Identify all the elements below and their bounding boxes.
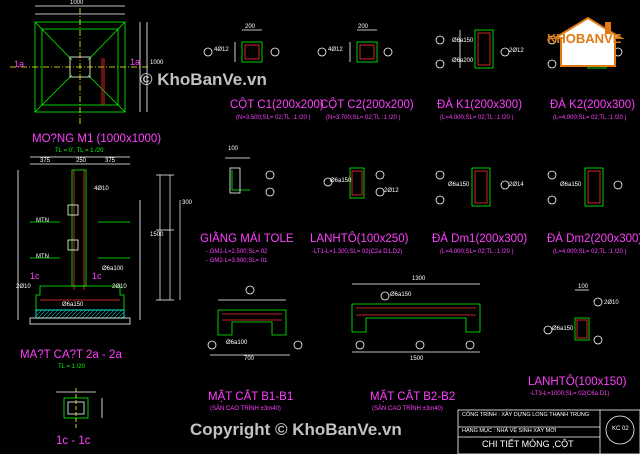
- subtitle-cot-c1: (N=3.500;SL= 02;TL :1 /20 ): [236, 115, 311, 121]
- section-lanhto-150: [543, 289, 603, 345]
- rebar-label-k1-6-150: Ø6a150: [452, 38, 474, 44]
- title-giang-mai: GIẰNG MÁI TOLE: [200, 233, 294, 245]
- rebar-label-k1-6-200: Ø6a200: [452, 58, 474, 64]
- watermark-top: © KhoBanVe.vn: [140, 70, 267, 89]
- rebar-label-c2-4-12: 4Ø12: [328, 47, 343, 53]
- title-block-item: HẠNG MỤC : NHÀ VỆ SINH XÂY MỚI: [462, 428, 557, 434]
- rebar-label-dm1-2-14: 2Ø14: [509, 182, 524, 188]
- rebar-label-lt-2-12: 2Ø12: [384, 188, 399, 194]
- subtitle-mat-cat-b1: (SÀN CAO TRÌNH ±3m40): [210, 406, 281, 412]
- section-c1: [203, 29, 280, 63]
- rebar-label-4-10: 4Ø10: [94, 186, 109, 192]
- section-dm1: [435, 167, 510, 207]
- title-da-k1: ĐÀ K1(200x300): [437, 99, 523, 111]
- dim-label-lt150-100: 100: [578, 284, 589, 290]
- dim-label-b2-1500: 1500: [410, 356, 424, 362]
- rebar-label-lt-6-150: Ø6a150: [330, 178, 352, 184]
- dimension-column-center: [156, 174, 181, 301]
- rebar-label-k1-2-12: 2Ø12: [509, 48, 524, 54]
- subtitle-mat-cat-2a: TL = 1 /20: [58, 364, 85, 370]
- section-giang-mai: [225, 157, 275, 197]
- section-marker-1a-left: 1a: [14, 59, 25, 69]
- title-mat-cat-b2: MẶT CẮT B2-B2: [370, 391, 456, 403]
- section-lanhto-250: [323, 167, 385, 199]
- rebar-label-b2-6-150: Ø6a150: [390, 292, 412, 298]
- title-da-dm1: ĐÀ Dm1(200x300): [432, 233, 528, 245]
- title-da-k2: ĐÀ K2(200x300): [550, 99, 636, 111]
- subtitle-da-k1: (L=4.000;SL= 02;TL :1 /20 ): [440, 115, 514, 121]
- subtitle-da-k2: (L=4.000;SL= 02;TL :1 /20 ): [553, 115, 627, 121]
- section-marker-1c-right: 1c: [92, 271, 102, 281]
- dim-label-b2-1300: 1300: [412, 276, 426, 282]
- dim-label-250: 250: [76, 158, 87, 164]
- dim-label-1500: 1500: [150, 232, 164, 238]
- title-cot-c1: CỘT C1(200x200): [230, 99, 324, 111]
- slab-section-b1: [207, 285, 303, 356]
- section-c2: [317, 29, 393, 63]
- rebar-label-6-100: Ø6a100: [102, 266, 124, 272]
- dim-label-c2-200: 200: [358, 24, 369, 30]
- dim-label-b1-700: 700: [244, 356, 255, 362]
- slab-section-b2: [351, 283, 481, 353]
- title-mat-cat-1c: 1c - 1c: [56, 435, 91, 447]
- dim-label-300: 300: [182, 200, 193, 206]
- title-lanhto-150: LANHTÔ(100x150): [528, 376, 627, 388]
- house-logo-icon: [551, 16, 625, 67]
- title-mat-cat-2a: MA?T CA?T 2a - 2a: [20, 349, 122, 361]
- dim-label-375-right: 375: [105, 158, 116, 164]
- subtitle-da-dm1: (L=4.000;SL= 02;TL :1 /20 ): [440, 249, 514, 255]
- title-block-project: CÔNG TRÌNH : XÂY DỰNG LONG THẠNH TRUNG: [462, 412, 590, 418]
- title-block-drawing: CHI TIẾT MÓNG ,CỘT: [482, 439, 574, 449]
- rebar-label-6-150: Ø6a150: [62, 302, 84, 308]
- section-dm2: [547, 167, 623, 207]
- title-mong-m1: MO?NG M1 (1000x1000): [32, 133, 162, 145]
- foundation-m1-plan: [10, 5, 150, 125]
- dim-label-1000-top: 1000: [70, 0, 84, 6]
- rebar-label-c1-4-12: 4Ø12: [214, 47, 229, 53]
- dim-label-gm-100: 100: [228, 146, 239, 152]
- title-block-sheet: KC 02: [612, 426, 629, 432]
- rebar-label-dm2-6-150: Ø6a150: [560, 182, 582, 188]
- subtitle-cot-c2: (N=3.700;SL= 02;TL :1 /20 ): [326, 115, 401, 121]
- rebar-label-lt150-2-10: 2Ø10: [604, 300, 619, 306]
- column-section-2a: [17, 156, 141, 325]
- subtitle-giang-mai-1: - GM1-L=2.500;SL= 02: [206, 249, 268, 255]
- title-mat-cat-b1: MẶT CẮT B1-B1: [208, 391, 294, 403]
- rebar-label-dm1-6-150: Ø6a150: [448, 182, 470, 188]
- subtitle-mong-m1: TL = 0ʼ, TL = 1 /20: [55, 148, 104, 154]
- section-k1: [435, 29, 510, 69]
- subtitle-giang-mai-2: - GM2-L=3.900;SL= 01: [206, 258, 268, 264]
- dim-label-c1-200: 200: [245, 24, 256, 30]
- title-cot-c2: CỘT C2(200x200): [320, 99, 414, 111]
- level-mtn-2: MTN: [36, 254, 49, 260]
- title-lanhto-250: LANHTÔ(100x250): [310, 233, 409, 245]
- rebar-label-lt150-6-150: Ø6a150: [552, 326, 574, 332]
- subtitle-da-dm2: (L=4.000;SL= 02;TL :1 /20 ): [553, 249, 627, 255]
- title-block: [457, 409, 640, 454]
- dim-label-375-left: 375: [40, 158, 51, 164]
- rebar-label-b1-6-100: Ø6a100: [226, 340, 248, 346]
- logo-text: KHOBANVE: [547, 31, 622, 46]
- title-da-dm2: ĐÀ Dm2(200x300): [547, 233, 640, 245]
- khobanve-logo: KHOBANVE: [545, 14, 631, 72]
- rebar-label-2-10-left: 2Ø10: [16, 284, 31, 290]
- subtitle-lanhto-150: -LT3-L=1000;SL= 02(C6a D1): [530, 391, 610, 397]
- subtitle-lanhto-250: -LT1-L=1.300;SL= 02(C2a D1,D2): [312, 249, 403, 255]
- rebar-label-2-10-right: 2Ø10: [112, 284, 127, 290]
- dim-label-1000-side: 1000: [150, 60, 164, 66]
- detail-1c: [56, 388, 103, 430]
- section-marker-1a-right: 1a: [130, 57, 141, 67]
- watermark-bottom: Copyright © KhoBanVe.vn: [190, 420, 402, 439]
- level-mtn-1: MTN: [36, 218, 49, 224]
- section-marker-1c-left: 1c: [30, 271, 40, 281]
- subtitle-mat-cat-b2: (SÀN CAO TRÌNH ±3m40): [372, 406, 443, 412]
